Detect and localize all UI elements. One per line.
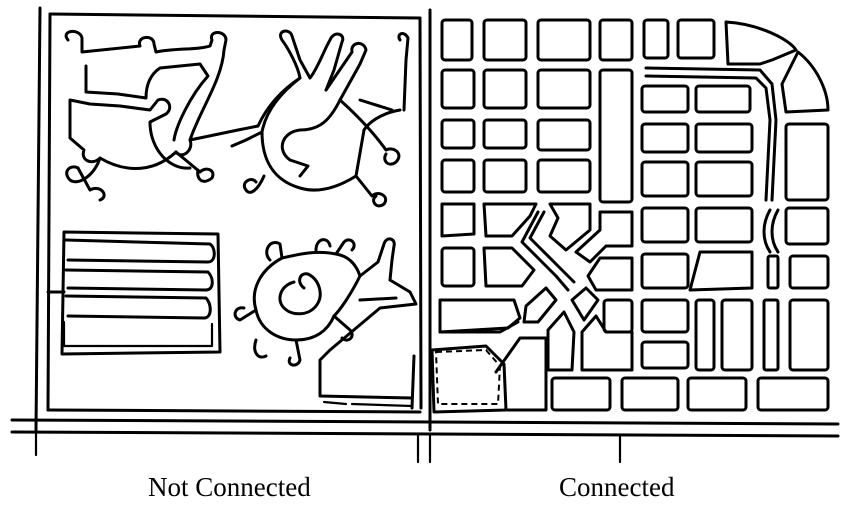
not-connected-layout (46, 29, 418, 410)
caption-connected: Connected (559, 472, 675, 502)
caption-not-connected: Not Connected (148, 472, 311, 502)
connected-layout (430, 18, 830, 414)
perimeter-roads (10, 6, 840, 464)
